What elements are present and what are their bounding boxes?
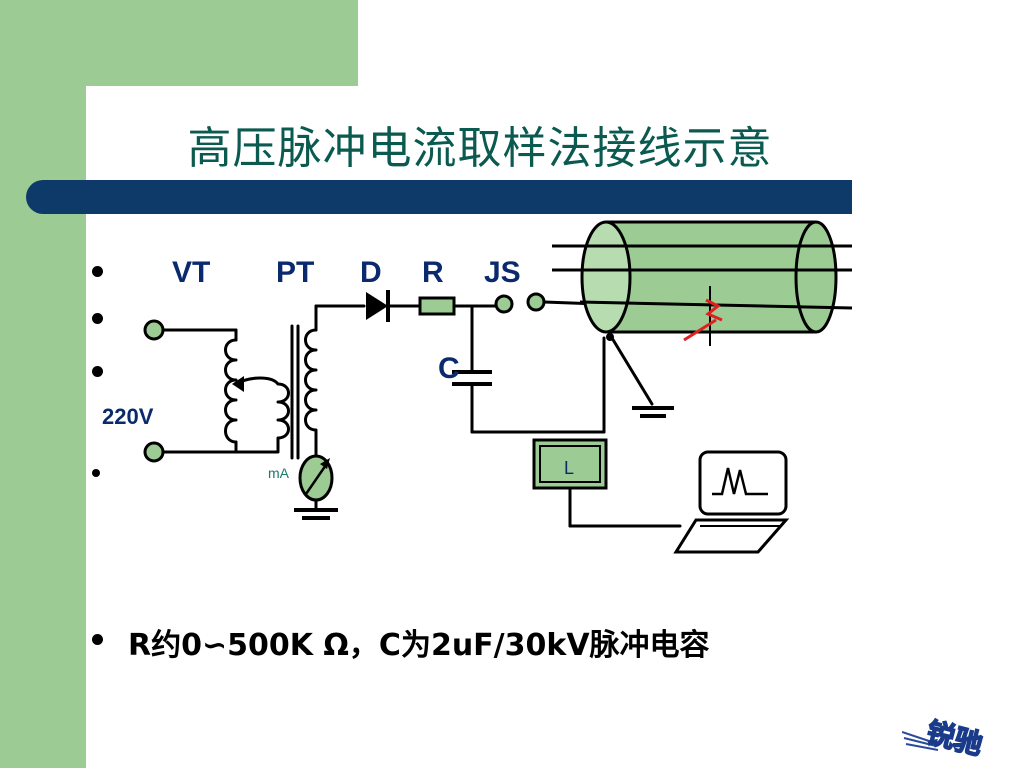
meter-ground: [294, 508, 338, 520]
diode: [366, 290, 390, 322]
title-bar: [26, 180, 852, 214]
ma-meter-needle: [304, 461, 330, 495]
label-ma: mA: [268, 465, 290, 481]
left-green-strip: [0, 0, 86, 768]
label-r: R: [422, 256, 444, 289]
js-ball-left: [494, 294, 514, 314]
vt-wiper-arrow: [232, 376, 244, 392]
top-green-strip: [0, 0, 358, 86]
bullet-3: [92, 366, 103, 377]
label-d: D: [360, 256, 382, 289]
l-box: [532, 438, 608, 490]
sheath-ground-wire: [610, 336, 654, 406]
vt-secondary-coil: [234, 382, 290, 454]
bullet-1: [92, 266, 103, 277]
label-pt: PT: [276, 256, 314, 289]
bottom-note: R约0∽500K Ω，C为2uF/30kV脉冲电容: [128, 628, 710, 663]
label-c: C: [438, 352, 460, 385]
bullet-4: [92, 469, 100, 477]
resistor: [418, 296, 456, 316]
bullet-2: [92, 313, 103, 324]
label-vt: VT: [172, 256, 210, 289]
vt-coil: [224, 338, 238, 444]
ruichi-logo: 锐驰: [902, 715, 987, 762]
label-js: JS: [484, 256, 521, 289]
input-terminal-top: [143, 319, 165, 341]
laptop-icon: [673, 450, 790, 554]
logo-text: 锐驰: [923, 716, 985, 762]
label-l: L: [564, 458, 574, 478]
sheath-ground: [632, 406, 674, 418]
cable: [552, 220, 853, 346]
fault-spark: [705, 298, 723, 322]
bullet-5: [92, 634, 103, 645]
input-terminal-bottom: [143, 441, 165, 463]
js-ball-right: [526, 292, 546, 312]
slide-title: 高压脉冲电流取样法接线示意: [187, 123, 773, 174]
pt-coil: [304, 328, 318, 450]
label-220v: 220V: [102, 404, 154, 429]
